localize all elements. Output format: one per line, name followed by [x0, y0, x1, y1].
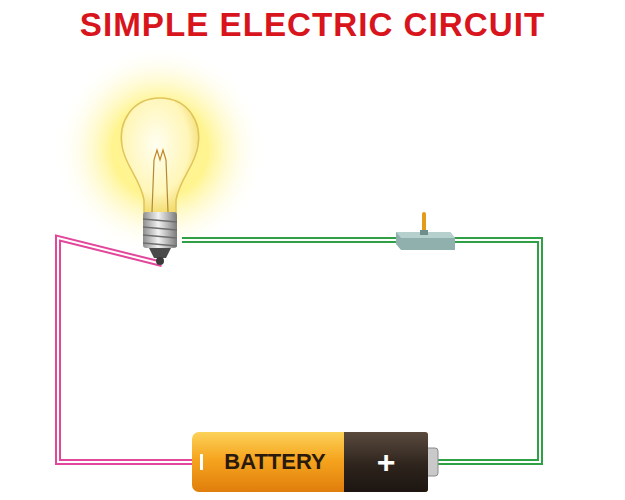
switch [396, 212, 455, 250]
wire-negative [58, 238, 196, 462]
polarity-sign: + [377, 446, 396, 478]
battery: BATTERY + [192, 432, 428, 492]
light-bulb [121, 98, 198, 265]
battery-label: BATTERY [224, 451, 325, 473]
wire-positive [182, 240, 540, 462]
minus-mark [200, 454, 203, 470]
title: SIMPLE ELECTRIC CIRCUIT [0, 6, 625, 44]
bulb-glow [55, 45, 265, 255]
